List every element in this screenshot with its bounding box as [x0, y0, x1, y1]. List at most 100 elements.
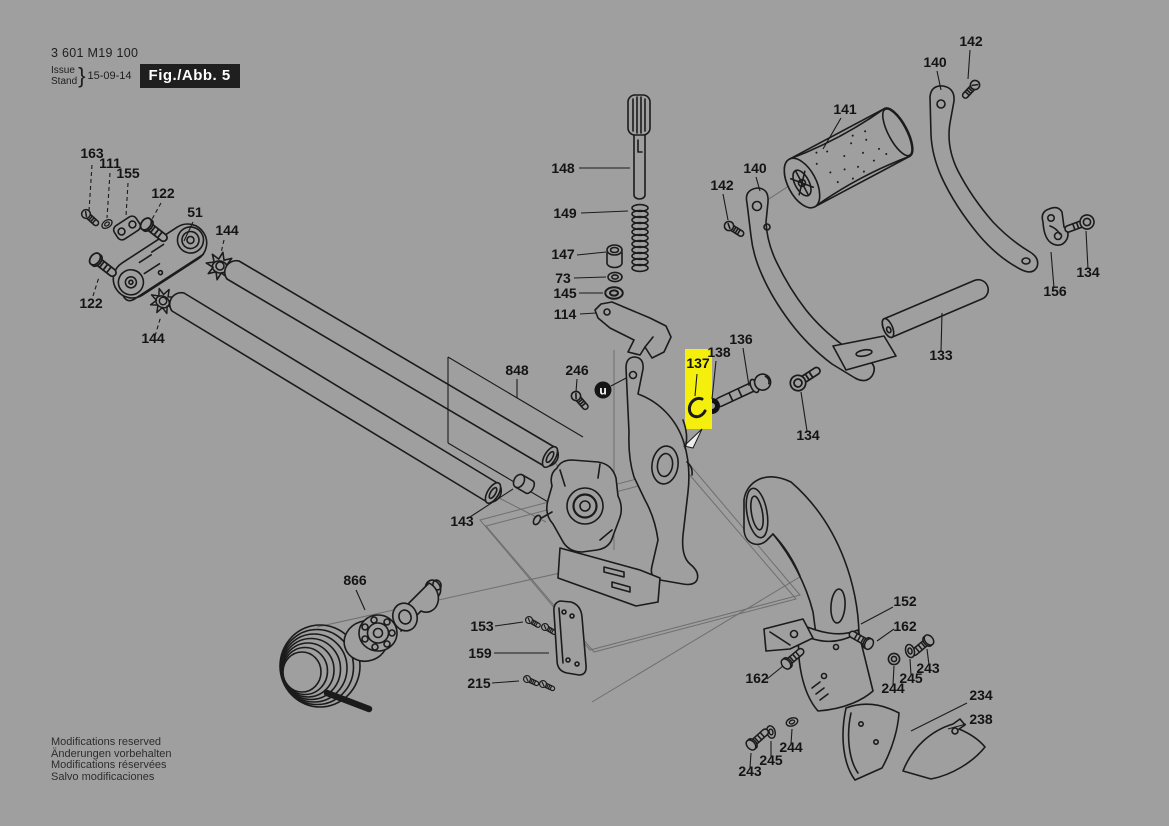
- notice-line-es: Salvo modificaciones: [51, 770, 155, 783]
- part-122-bolt-upper: [137, 215, 172, 246]
- part-label-143: 143: [450, 513, 474, 529]
- issue-date: 15-09-14: [87, 70, 132, 82]
- part-label-136: 136: [729, 331, 753, 347]
- part-label-133: 133: [929, 347, 953, 363]
- part-133-rod: [881, 278, 989, 339]
- notice-line-de: Änderungen vorbehalten: [51, 747, 172, 760]
- part-848-guide-rods: [169, 259, 584, 510]
- issue-label: Issue: [51, 65, 75, 76]
- part-114-fork-plate: [594, 301, 672, 359]
- part-label-141: 141: [833, 101, 857, 117]
- part-246-screw: [568, 388, 592, 413]
- part-145-washer: [604, 286, 624, 300]
- part-149-spring: [631, 203, 649, 273]
- part-label-244-a: 244: [881, 680, 905, 696]
- part-51-cover-plate: [112, 223, 208, 302]
- part-label-148: 148: [551, 160, 575, 176]
- part-159-plate: [553, 600, 587, 676]
- part-143-plug: [512, 473, 536, 495]
- u-marker-text: u: [599, 384, 606, 398]
- part-labels: 163 111 155 122 51 144 122 144 148 149 1…: [79, 33, 1100, 779]
- part-label-144-b: 144: [141, 330, 165, 346]
- part-136-pivot-pin: [714, 373, 772, 408]
- part-234-guard-segment: [842, 703, 900, 781]
- part-label-162-b: 162: [745, 670, 769, 686]
- part-label-244-b: 244: [779, 739, 803, 755]
- modifications-notice: Modifications reserved Änderungen vorbeh…: [51, 736, 172, 783]
- part-140-arm-left: [745, 187, 897, 382]
- part-label-114: 114: [554, 306, 577, 322]
- part-label-153: 153: [470, 618, 494, 634]
- part-122-bolt-lower: [86, 250, 121, 281]
- part-label-152: 152: [893, 593, 917, 609]
- highlight-137: [682, 349, 712, 449]
- part-label-122-a: 122: [151, 185, 175, 201]
- notice-line-en: Modifications reserved: [51, 736, 162, 748]
- part-155-link: [112, 215, 142, 241]
- part-bearing-housing: [532, 459, 623, 553]
- part-152-mount-foot: [763, 618, 814, 652]
- part-label-215: 215: [467, 675, 491, 691]
- part-147-cap-screw: [606, 244, 623, 269]
- part-243-bolt-left: [743, 725, 773, 753]
- part-156-clamp: [1041, 206, 1069, 246]
- stand-label: Stand: [51, 76, 78, 87]
- part-label-137: 137: [686, 355, 710, 371]
- part-866-spring-assembly: [279, 579, 442, 713]
- part-215-screws: [521, 673, 557, 694]
- part-label-163: 163: [80, 145, 104, 161]
- part-141-roller-grip: [783, 107, 914, 209]
- figure-number-badge: Fig./Abb. 5: [139, 64, 240, 88]
- part-244-washer-left: [784, 715, 800, 729]
- part-label-245-a: 245: [899, 670, 923, 686]
- part-label-159: 159: [468, 645, 492, 661]
- part-label-144-a: 144: [215, 222, 239, 238]
- leader-lines: [88, 49, 1089, 769]
- part-label-145: 145: [553, 285, 577, 301]
- construction-lines: [316, 135, 867, 703]
- part-152-support-arm: [743, 476, 860, 643]
- part-73-washer: [607, 271, 623, 283]
- u-marker-badge: u: [594, 375, 631, 399]
- part-label-162-a: 162: [893, 618, 917, 634]
- part-label-138: 138: [707, 344, 731, 360]
- part-153-screws: [523, 614, 559, 637]
- part-label-111: 111: [99, 155, 121, 171]
- part-label-243-b: 243: [738, 763, 762, 779]
- part-label-155: 155: [116, 165, 140, 181]
- part-142-screw-right: [959, 77, 983, 102]
- part-foot-plate: [557, 547, 661, 607]
- issue-stand-label: Issue Stand: [51, 65, 77, 87]
- part-label-73: 73: [555, 270, 571, 286]
- notice-line-fr: Modifications réservées: [51, 759, 167, 771]
- drawing-header: 3 601 M19 100 Issue Stand } 15-09-14 Fig…: [51, 46, 240, 89]
- part-label-866: 866: [343, 572, 367, 588]
- part-label-142-b: 142: [959, 33, 983, 49]
- roller-texture-dots: [815, 130, 888, 184]
- part-label-147: 147: [551, 246, 575, 262]
- part-label-134-a: 134: [1076, 264, 1100, 280]
- part-245-washer-right: [903, 642, 917, 660]
- part-label-142-a: 142: [710, 177, 734, 193]
- part-148-locking-pin: [627, 94, 651, 200]
- document-number: 3 601 M19 100: [51, 46, 139, 60]
- part-label-243-a: 243: [916, 660, 940, 676]
- part-label-848: 848: [505, 362, 529, 378]
- part-label-140-a: 140: [743, 160, 767, 176]
- part-238-guard-segment: [902, 718, 986, 780]
- part-163-screw: [79, 207, 102, 229]
- part-label-140-b: 140: [923, 54, 947, 70]
- part-label-156: 156: [1043, 283, 1067, 299]
- part-label-246: 246: [565, 362, 589, 378]
- part-137-circlip: [687, 396, 707, 419]
- part-140-arm-right: [929, 85, 1039, 273]
- brace-glyph: }: [78, 63, 86, 88]
- part-label-149: 149: [553, 205, 577, 221]
- part-label-245-b: 245: [759, 752, 783, 768]
- part-label-122-b: 122: [79, 295, 103, 311]
- part-label-238: 238: [969, 711, 993, 727]
- part-142-screw-left: [721, 218, 747, 240]
- part-244-nut-right: [887, 652, 901, 666]
